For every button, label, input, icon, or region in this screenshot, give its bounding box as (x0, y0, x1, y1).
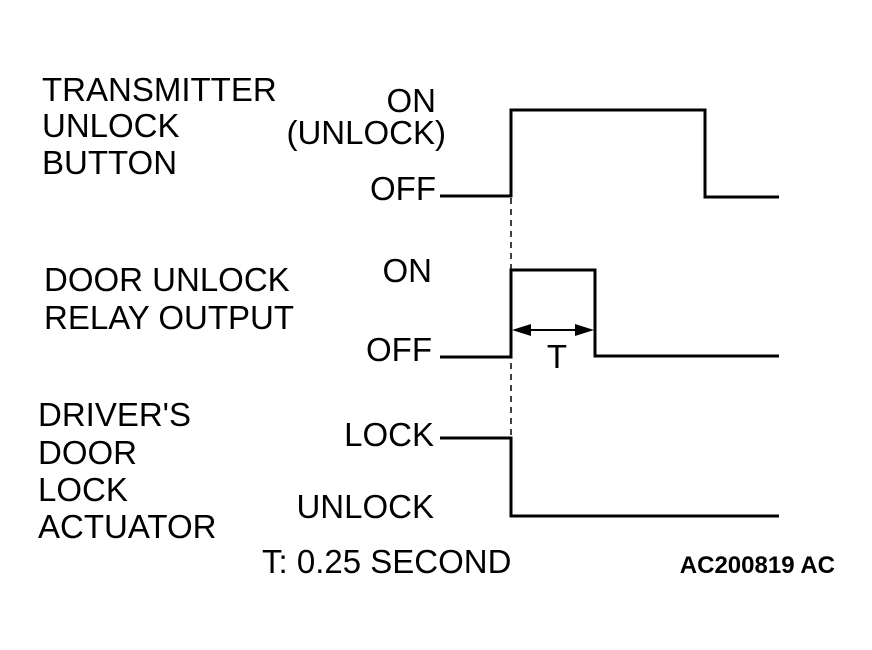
signal-name-line: TRANSMITTER (42, 71, 277, 108)
waveform-door-unlock-relay-output (440, 268, 779, 359)
arrowhead-right (575, 324, 594, 336)
state-label-high-sub: (UNLOCK) (286, 114, 446, 151)
signal-door-unlock-relay-output: DOOR UNLOCK RELAY OUTPUT ON OFF (44, 252, 779, 368)
state-label-low: OFF (370, 170, 436, 207)
state-label-high: ON (387, 82, 437, 119)
signal-name-line: DRIVER'S (38, 396, 191, 433)
signal-transmitter-unlock-button: TRANSMITTER UNLOCK BUTTON ON (UNLOCK) OF… (42, 71, 779, 207)
pulse-width-dimension: T (512, 324, 594, 375)
signal-name-line: DOOR (38, 434, 137, 471)
waveform-transmitter-unlock-button (440, 108, 779, 199)
state-label-low: OFF (366, 331, 432, 368)
arrowhead-left (512, 324, 531, 336)
signal-name-line: DOOR UNLOCK (44, 261, 290, 298)
signal-name-line: LOCK (38, 471, 128, 508)
signal-name-line: BUTTON (42, 144, 177, 181)
dimension-label: T (547, 338, 567, 375)
signal-name-line: UNLOCK (42, 107, 180, 144)
state-label-high: LOCK (344, 416, 434, 453)
state-label-high: ON (383, 252, 433, 289)
signal-name-line: RELAY OUTPUT (44, 299, 294, 336)
signal-name-line: ACTUATOR (38, 508, 216, 545)
signal-drivers-door-lock-actuator: DRIVER'S DOOR LOCK ACTUATOR LOCK UNLOCK (38, 396, 779, 545)
waveform-drivers-door-lock-actuator (440, 436, 779, 518)
figure-code: AC200819 AC (680, 552, 835, 579)
state-label-low: UNLOCK (296, 488, 434, 525)
timing-note: T: 0.25 SECOND (262, 543, 511, 580)
